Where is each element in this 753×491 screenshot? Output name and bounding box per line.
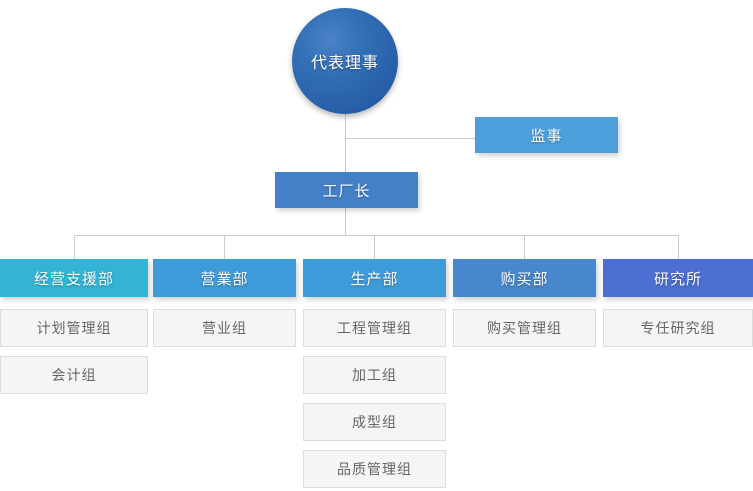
node-label: 代表理事	[310, 55, 379, 72]
connector-department-drop-4	[678, 235, 679, 259]
node-group-accounting[interactable]: 会计组	[0, 356, 148, 394]
node-group-dedicated-research[interactable]: 专任研究组	[603, 309, 753, 347]
connector-department-drop-0	[74, 235, 75, 259]
node-label: 购买部	[500, 270, 549, 288]
connector-factory-vertical	[345, 138, 346, 173]
node-group-processing[interactable]: 加工组	[303, 356, 446, 394]
node-label: 工程管理组	[337, 320, 412, 336]
node-label: 购买管理组	[487, 320, 562, 336]
node-group-quality-management[interactable]: 品质管理组	[303, 450, 446, 488]
connector-root-vertical	[345, 113, 346, 139]
node-label: 成型组	[352, 414, 397, 430]
connector-department-drop-2	[374, 235, 375, 259]
node-group-purchasing-management[interactable]: 购买管理组	[453, 309, 596, 347]
node-group-engineering-management[interactable]: 工程管理组	[303, 309, 446, 347]
node-label: 专任研究组	[640, 320, 716, 336]
node-label: 生产部	[350, 270, 399, 288]
node-label: 计划管理组	[36, 320, 112, 336]
node-group-sales[interactable]: 营业组	[153, 309, 296, 347]
node-supervisor[interactable]: 监事	[475, 117, 618, 153]
node-label: 营业组	[202, 320, 247, 336]
node-label: 工厂长	[322, 182, 371, 200]
node-label: 监事	[530, 127, 563, 145]
node-factory-head[interactable]: 工厂长	[275, 172, 418, 208]
node-label: 营業部	[200, 270, 249, 288]
node-label: 研究所	[653, 270, 702, 288]
connector-factory-down	[345, 208, 346, 235]
node-label: 加工组	[352, 367, 397, 383]
node-group-molding[interactable]: 成型组	[303, 403, 446, 441]
node-department-purchasing[interactable]: 购买部	[453, 259, 596, 297]
connector-department-drop-3	[524, 235, 525, 259]
connector-department-drop-1	[224, 235, 225, 259]
node-department-research-institute[interactable]: 研究所	[603, 259, 753, 297]
node-department-management-support[interactable]: 经营支援部	[0, 259, 148, 297]
node-group-planning-management[interactable]: 计划管理组	[0, 309, 148, 347]
connector-department-bus	[74, 235, 678, 236]
connector-supervisor-horizontal	[345, 138, 476, 139]
node-department-production[interactable]: 生产部	[303, 259, 446, 297]
node-department-sales[interactable]: 营業部	[153, 259, 296, 297]
node-label: 会计组	[51, 367, 97, 383]
node-label: 经营支援部	[33, 270, 114, 288]
node-representative-director[interactable]: 代表理事	[292, 8, 398, 114]
node-label: 品质管理组	[337, 461, 412, 477]
